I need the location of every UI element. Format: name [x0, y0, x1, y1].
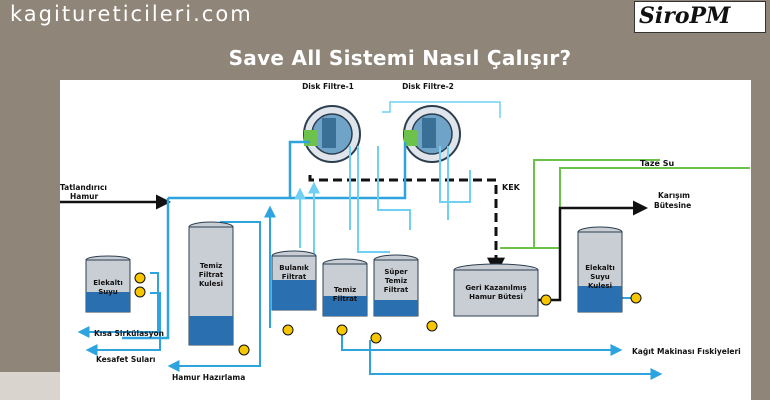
reject-line: [85, 292, 161, 356]
blue-return-line: [122, 198, 170, 340]
top-line: [382, 101, 501, 118]
pm-shower-line-2: [369, 340, 663, 380]
disk-filter-2-label: Disk Filtre-2: [402, 82, 454, 91]
tank-label-cloudy-2: Filtrat: [282, 273, 307, 281]
tank-white-water-left: [85, 255, 131, 313]
fresh-water-line-2: [533, 159, 660, 248]
logo-text: SiroPM: [639, 3, 731, 29]
tank-label-recovered-2: Hamur Bütesi: [469, 293, 523, 301]
tank-label-cloudy-1: Bulanık: [279, 264, 309, 272]
disk-filter-2: [403, 105, 461, 163]
save-all-diagram: Disk Filtre-1 Disk Filtre-2 KEK Tatlandı…: [60, 82, 750, 382]
tank-clean-filtrate: [322, 258, 368, 317]
tank-label-clean-2: Filtrat: [333, 295, 358, 303]
out-short-circ-label: Kısa Sirkülasyon: [94, 329, 164, 338]
tank-label-super-1: Süper: [384, 268, 408, 276]
pm-shower-line: [341, 330, 623, 356]
tank-label-super-3: Filtrat: [384, 286, 409, 294]
tank-recovered-pulp: [453, 263, 539, 317]
tank-label-cft-2: Filtrat: [199, 271, 224, 279]
out-reject-label: Kesafet Suları: [96, 355, 155, 364]
pumps: [134, 272, 642, 356]
tank-label-cft-3: Kulesi: [199, 280, 223, 288]
site-name: kagitureticileri.com: [10, 2, 253, 26]
input-label-2: Hamur: [70, 192, 98, 201]
tank-label-white-water-left-2: Suyu: [98, 288, 118, 296]
tank-label-wwt-1: Elekaltı: [585, 264, 614, 272]
tank-white-water-tower: [577, 226, 623, 313]
stock-prep-line: [167, 221, 261, 372]
out-stock-prep-label: Hamur Hazırlama: [172, 373, 245, 382]
fresh-water-label: Taze Su: [640, 159, 674, 168]
mix-chest-label-1: Karışım: [658, 191, 690, 200]
tank-label-clean-1: Temiz: [334, 286, 356, 294]
tank-label-super-2: Temiz: [385, 277, 407, 285]
tank-label-wwt-3: Kulesi: [588, 282, 612, 290]
blue-feed-line-2: [290, 142, 407, 200]
tank-clean-filtrate-tower: [188, 221, 234, 346]
blue-feed-line: [168, 140, 310, 200]
mix-chest-label-2: Bütesine: [654, 201, 691, 210]
filtrate-lines: [349, 146, 471, 253]
kek-line: [308, 175, 505, 276]
kek-label: KEK: [502, 183, 521, 192]
tank-cloudy-filtrate: [271, 250, 317, 311]
tank-label-white-water-left-1: Elekaltı: [93, 279, 122, 287]
out-pm-showers-label: Kağıt Makinası Fıskiyeleri: [632, 347, 741, 356]
short-circ-line: [77, 272, 159, 338]
tank-super-clean-filtrate: [373, 254, 419, 317]
page-title: Save All Sistemi Nasıl Çalışır?: [228, 46, 572, 70]
disk-filter-1: [303, 105, 361, 163]
tank-label-recovered-1: Geri Kazanılmış: [465, 284, 526, 292]
tank-label-cft-1: Temiz: [200, 262, 222, 270]
input-label-1: Tatlandırıcı: [60, 183, 107, 192]
diagram-panel: Disk Filtre-1 Disk Filtre-2 KEK Tatlandı…: [60, 80, 751, 400]
brand-logo: SiroPM: [634, 1, 766, 33]
disk-filter-1-label: Disk Filtre-1: [302, 82, 354, 91]
tank-label-wwt-2: Suyu: [590, 273, 610, 281]
